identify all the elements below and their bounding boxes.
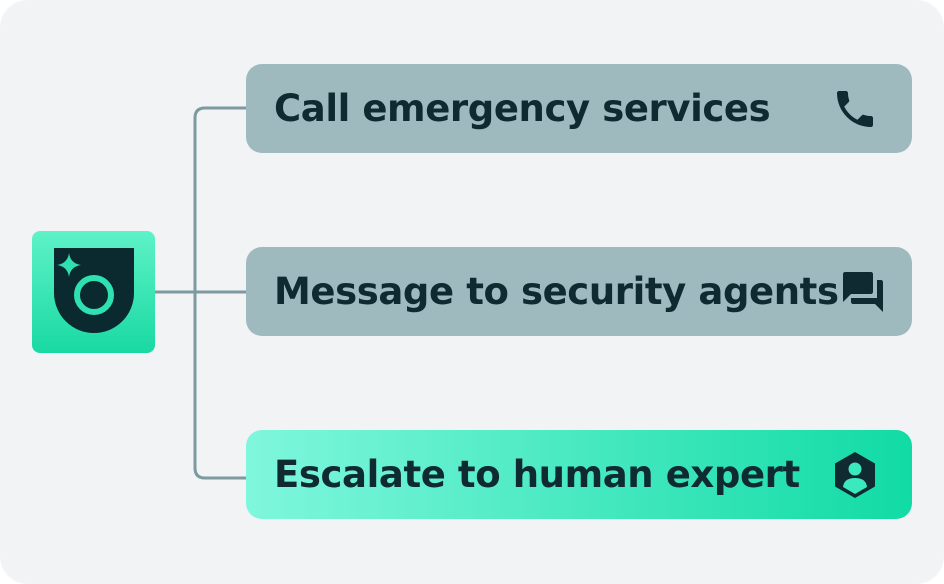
action-call-emergency[interactable]: Call emergency services: [246, 64, 912, 153]
action-label: Message to security agents: [274, 270, 839, 313]
phone-icon: [830, 84, 880, 134]
shield-icon: [54, 248, 134, 333]
chat-bubbles-icon: [839, 267, 887, 317]
action-label: Escalate to human expert: [274, 453, 800, 496]
action-escalate-human[interactable]: Escalate to human expert: [246, 430, 912, 519]
person-hexagon-icon: [830, 450, 880, 500]
action-message-security[interactable]: Message to security agents: [246, 247, 912, 336]
connector-spine: [193, 106, 246, 480]
action-label: Call emergency services: [274, 87, 771, 130]
security-shield-logo: [32, 231, 155, 353]
